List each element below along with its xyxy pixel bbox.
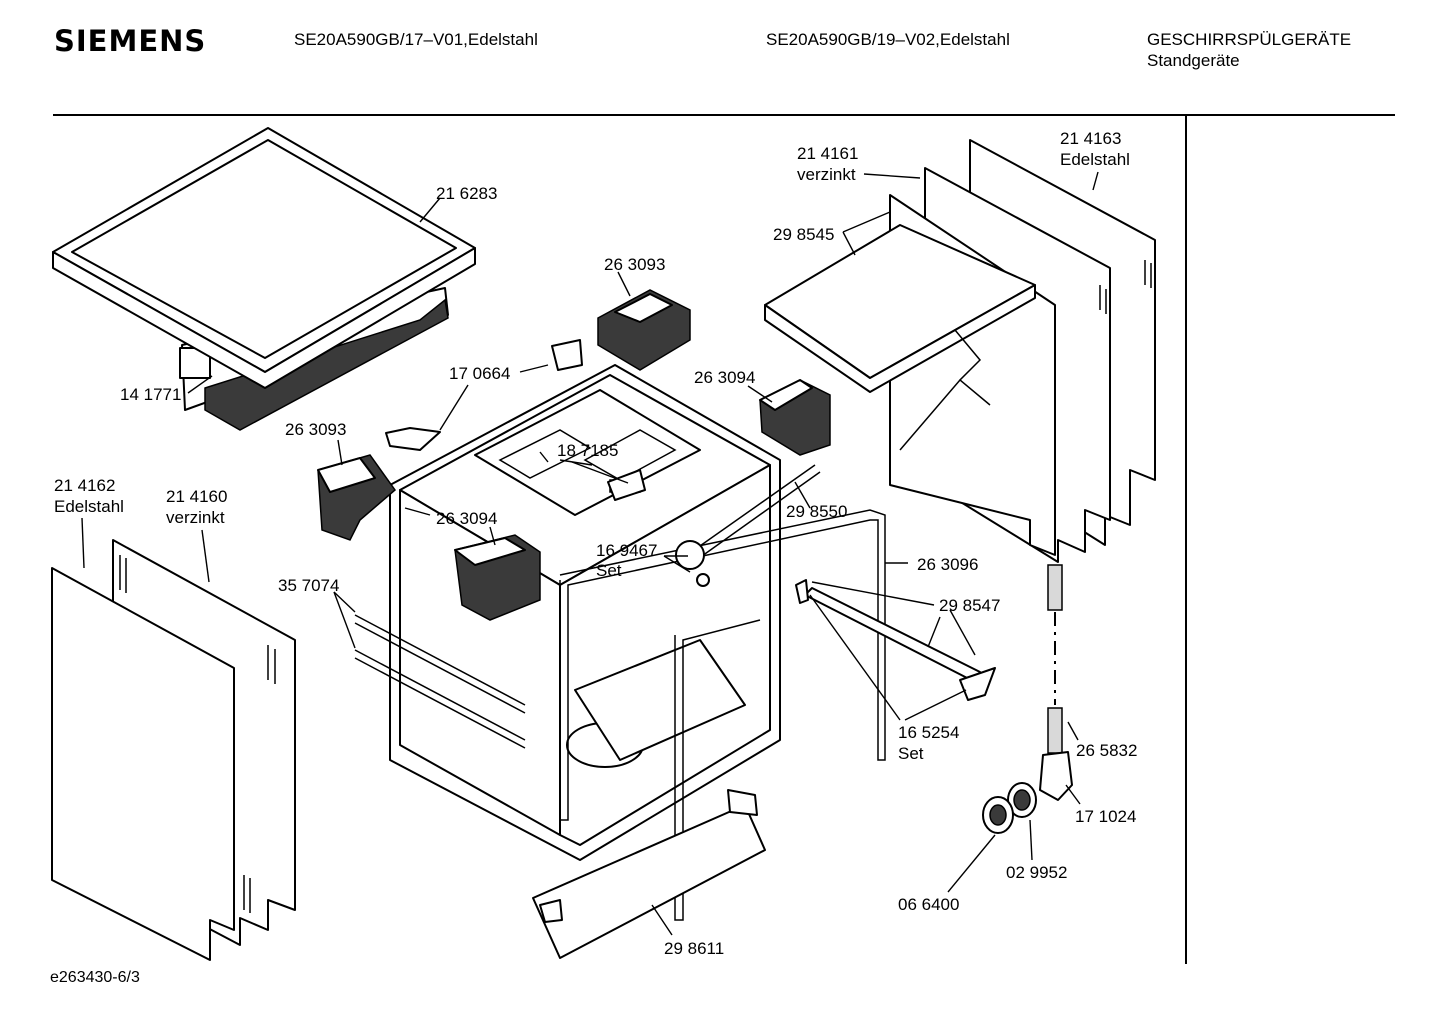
part-label: 21 4162: [54, 476, 115, 495]
part-label: 29 8611: [664, 939, 724, 958]
part-label: 29 8547: [939, 596, 1000, 615]
brackets-drawing: [317, 289, 831, 621]
part-note: verzinkt: [166, 508, 225, 527]
part-label: 26 3093: [285, 420, 346, 439]
tub-body-drawing: [389, 364, 781, 861]
part-label: 16 9467: [596, 541, 657, 560]
header-divider: [53, 114, 1395, 116]
part-note: Edelstahl: [54, 497, 124, 516]
part-note: Set: [898, 744, 924, 763]
part-label: 26 3096: [917, 555, 978, 574]
part-label: 21 6283: [436, 184, 497, 203]
product-subcategory: Standgeräte: [1147, 51, 1240, 70]
part-label: 21 4163: [1060, 129, 1121, 148]
part-label: 17 1024: [1075, 807, 1136, 826]
part-label: 21 4160: [166, 487, 227, 506]
part-label: 29 8545: [773, 225, 834, 244]
part-label: 26 3094: [694, 368, 755, 387]
part-label: 16 5254: [898, 723, 959, 742]
part-label: 14 1771: [120, 385, 181, 404]
drawing-id: e263430-6/3: [50, 969, 140, 986]
part-labels: 21 6283 14 1771 26 3093 17 0664 26 3094 …: [54, 129, 1137, 958]
right-column-divider: [1185, 114, 1187, 964]
part-label: 26 5832: [1076, 741, 1137, 760]
product-category: GESCHIRRSPÜLGERÄTE: [1147, 30, 1352, 49]
leader-lines: [81, 171, 1099, 936]
hose-parts-drawing: [982, 564, 1073, 834]
side-panels-left-drawing: [51, 539, 296, 961]
part-label: 35 7074: [278, 576, 339, 595]
part-note: verzinkt: [797, 165, 856, 184]
worktop-drawing: [52, 127, 476, 431]
brand-logo: SIEMENS: [54, 24, 207, 58]
side-panels-right-drawing: [764, 139, 1156, 563]
part-label: 02 9952: [1006, 863, 1067, 882]
model-number-2: SE20A590GB/19–V02,Edelstahl: [766, 30, 1010, 49]
part-note: Set: [596, 561, 622, 580]
kickplate-drawing: [532, 789, 766, 959]
part-label: 17 0664: [449, 364, 510, 383]
part-label: 18 7185: [557, 441, 618, 460]
part-label: 26 3093: [604, 255, 665, 274]
part-note: Edelstahl: [1060, 150, 1130, 169]
rail-drawing: [675, 540, 996, 701]
part-label: 26 3094: [436, 509, 497, 528]
part-label: 21 4161: [797, 144, 858, 163]
model-number-1: SE20A590GB/17–V01,Edelstahl: [294, 30, 538, 49]
part-label: 29 8550: [786, 502, 847, 521]
part-label: 06 6400: [898, 895, 959, 914]
